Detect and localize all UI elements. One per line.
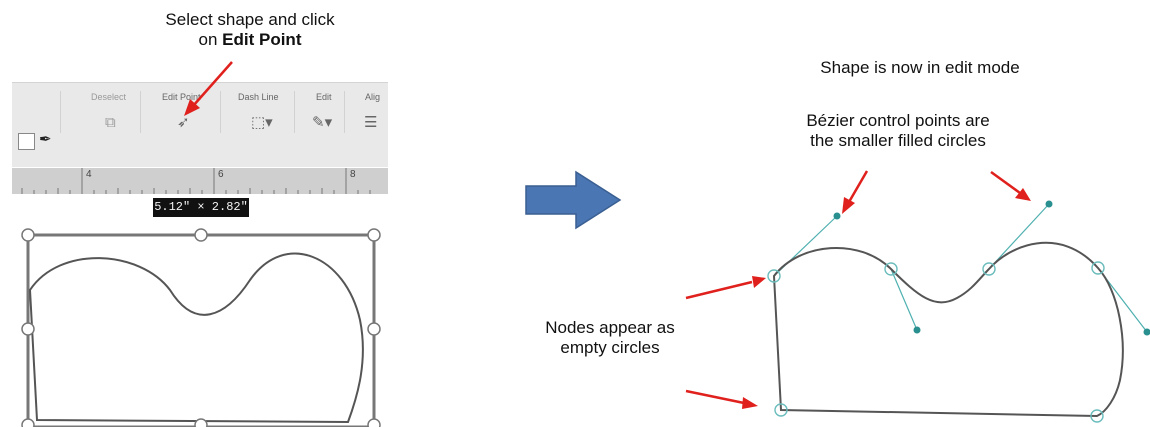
bezier-caption-line2: the smaller filled circles bbox=[810, 131, 986, 150]
align-label: Alig bbox=[365, 92, 381, 102]
bezier-control-point bbox=[1045, 200, 1053, 208]
edit-point-icon: ➶ bbox=[177, 114, 190, 131]
callout-arrow-head bbox=[742, 397, 758, 409]
callout-arrow-head bbox=[752, 276, 766, 288]
bezier-caption: Bézier control points are the smaller fi… bbox=[738, 111, 1058, 151]
edit-mode-caption: Shape is now in edit mode bbox=[820, 58, 1020, 77]
toolbar: ✒ Deselect ⧉ Edit Point ➶ Dash Line ⬚▾ E… bbox=[12, 82, 388, 167]
node-circle bbox=[884, 262, 898, 276]
resize-handle bbox=[194, 228, 208, 242]
edit-point-label: Edit Point bbox=[162, 92, 201, 102]
pointer-arrow-head bbox=[184, 99, 200, 116]
callout-arrow-head bbox=[1015, 188, 1031, 201]
dash-line-icon: ⬚▾ bbox=[251, 114, 273, 131]
resize-handle bbox=[194, 418, 208, 427]
edit-point-bold: Edit Point bbox=[222, 30, 302, 49]
callout-arrow bbox=[685, 280, 753, 300]
nodes-caption-line2: empty circles bbox=[560, 338, 660, 357]
callout-arrow bbox=[990, 170, 1021, 195]
resize-handle bbox=[367, 228, 381, 242]
toolbar-separator bbox=[294, 91, 295, 133]
callout-arrow-head bbox=[842, 197, 855, 214]
toolbar-separator bbox=[60, 91, 61, 133]
color-swatch[interactable] bbox=[18, 133, 35, 150]
selected-shape-canvas bbox=[21, 61, 381, 427]
node-circle bbox=[982, 262, 996, 276]
deselect-icon: ⧉ bbox=[105, 114, 116, 131]
ruler-label: 4 bbox=[86, 169, 92, 180]
dimensions-badge: 5.12" × 2.82" bbox=[153, 198, 249, 217]
nodes-caption-line1: Nodes appear as bbox=[545, 318, 675, 337]
resize-handle bbox=[21, 418, 35, 427]
deselect-label: Deselect bbox=[91, 92, 127, 102]
bezier-caption-line1: Bézier control points are bbox=[806, 111, 990, 130]
ruler: 4 6 8 bbox=[12, 168, 388, 194]
edit-icon: ✎▾ bbox=[312, 114, 333, 131]
toolbar-separator bbox=[140, 91, 141, 133]
bezier-control-point bbox=[1143, 328, 1150, 336]
shape-outline bbox=[28, 252, 364, 424]
ruler-ticks bbox=[21, 168, 371, 194]
callout-arrow bbox=[685, 389, 745, 405]
handle-line bbox=[890, 268, 918, 331]
ruler-label: 8 bbox=[350, 169, 356, 180]
resize-handle bbox=[367, 322, 381, 336]
resize-handle bbox=[21, 228, 35, 242]
toolbar-separator bbox=[220, 91, 221, 133]
align-icon: ☰ bbox=[364, 114, 378, 131]
bezier-control-point bbox=[913, 326, 921, 334]
node-circle bbox=[774, 403, 788, 417]
left-caption-prefix: on bbox=[198, 30, 223, 49]
dash-line-label: Dash Line bbox=[238, 92, 279, 102]
ruler-label: 6 bbox=[218, 169, 224, 180]
node-circle bbox=[1090, 409, 1104, 423]
pointer-arrow bbox=[192, 61, 233, 107]
nodes-caption: Nodes appear as empty circles bbox=[520, 318, 700, 358]
node-circle bbox=[767, 269, 781, 283]
toolbar-separator bbox=[344, 91, 345, 133]
edited-shape-outline bbox=[772, 241, 1124, 418]
callout-arrow bbox=[847, 170, 869, 203]
transition-arrow bbox=[525, 170, 622, 230]
resize-handle bbox=[367, 418, 381, 427]
left-caption-line1: Select shape and click bbox=[165, 10, 335, 29]
resize-handle bbox=[21, 322, 35, 336]
edit-label: Edit bbox=[316, 92, 332, 102]
eyedropper-icon[interactable]: ✒ bbox=[39, 131, 52, 148]
handle-line bbox=[988, 203, 1050, 270]
bezier-control-point bbox=[833, 212, 841, 220]
node-circle bbox=[1091, 261, 1105, 275]
left-caption: Select shape and click on Edit Point bbox=[130, 10, 370, 50]
